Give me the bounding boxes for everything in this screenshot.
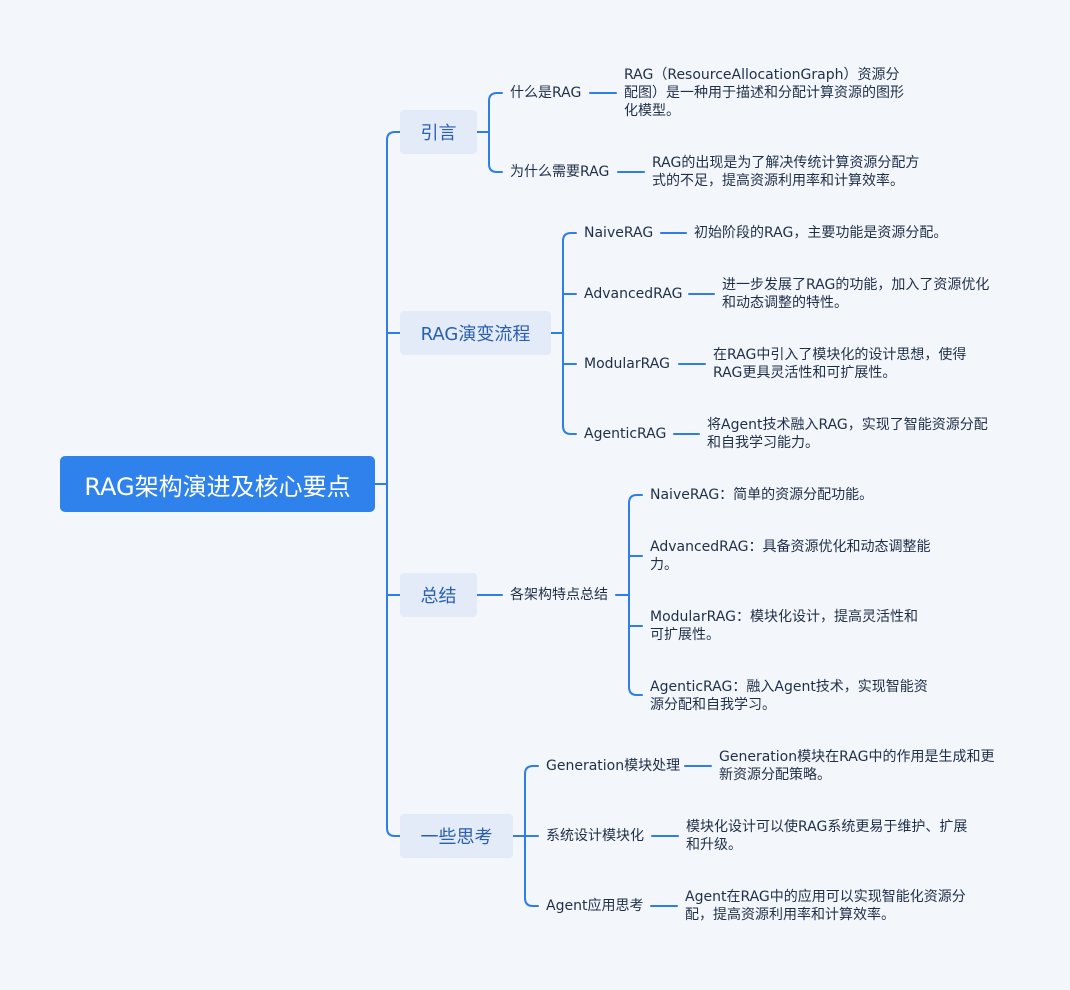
topic-desc: 模块化设计可以使RAG系统更易于维护、扩展和升级。 (686, 819, 968, 853)
topic-desc: RAG的出现是为了解决传统计算资源分配方式的不足，提高资源利用率和计算效率。 (652, 155, 920, 189)
topic-desc: 在RAG中引入了模块化的设计思想，使得RAG更具灵活性和可扩展性。 (713, 347, 967, 381)
summary-item[interactable]: NaiveRAG：简单的资源分配功能。 (650, 487, 874, 503)
section-summary[interactable]: 总结 (400, 573, 477, 617)
topic-generation-module[interactable]: Generation模块处理 (546, 758, 681, 774)
topic-desc: RAG（ResourceAllocationGraph）资源分配图）是一种用于描… (624, 67, 904, 119)
summary-item[interactable]: AdvancedRAG：具备资源优化和动态调整能力。 (650, 539, 931, 573)
root-node[interactable]: RAG架构演进及核心要点 (60, 456, 375, 512)
topic-desc: 进一步发展了RAG的功能，加入了资源优化和动态调整的特性。 (722, 277, 990, 311)
topic-architecture-summary[interactable]: 各架构特点总结 (510, 587, 608, 603)
connector (488, 92, 503, 173)
topic-naiverag[interactable]: NaiveRAG (584, 225, 654, 241)
topic-agenticrag[interactable]: AgenticRAG (584, 426, 667, 442)
topic-desc: Agent在RAG中的应用可以实现智能化资源分配，提高资源利用率和计算效率。 (685, 889, 966, 923)
summary-item[interactable]: ModularRAG：模块化设计，提高灵活性和可扩展性。 (650, 609, 918, 643)
connector (386, 131, 401, 837)
section-evolution[interactable]: RAG演变流程 (400, 311, 551, 355)
topic-desc: 将Agent技术融入RAG，实现了智能资源分配和自我学习能力。 (707, 417, 988, 451)
section-intro[interactable]: 引言 (400, 110, 477, 154)
topic-desc: 初始阶段的RAG，主要功能是资源分配。 (694, 225, 948, 241)
topic-advancedrag[interactable]: AdvancedRAG (584, 286, 683, 302)
topic-what-is-rag[interactable]: 什么是RAG (510, 85, 582, 101)
topic-why-rag[interactable]: 为什么需要RAG (510, 164, 610, 180)
connector (628, 494, 643, 696)
summary-item[interactable]: AgenticRAG：融入Agent技术，实现智能资源分配和自我学习。 (650, 679, 928, 713)
connector (562, 232, 577, 435)
topic-modular-design[interactable]: 系统设计模块化 (546, 828, 644, 844)
topic-agent-application[interactable]: Agent应用思考 (546, 898, 644, 914)
section-thoughts[interactable]: 一些思考 (400, 814, 513, 858)
topic-modularrag[interactable]: ModularRAG (584, 356, 670, 372)
topic-desc: Generation模块在RAG中的作用是生成和更新资源分配策略。 (719, 749, 995, 783)
